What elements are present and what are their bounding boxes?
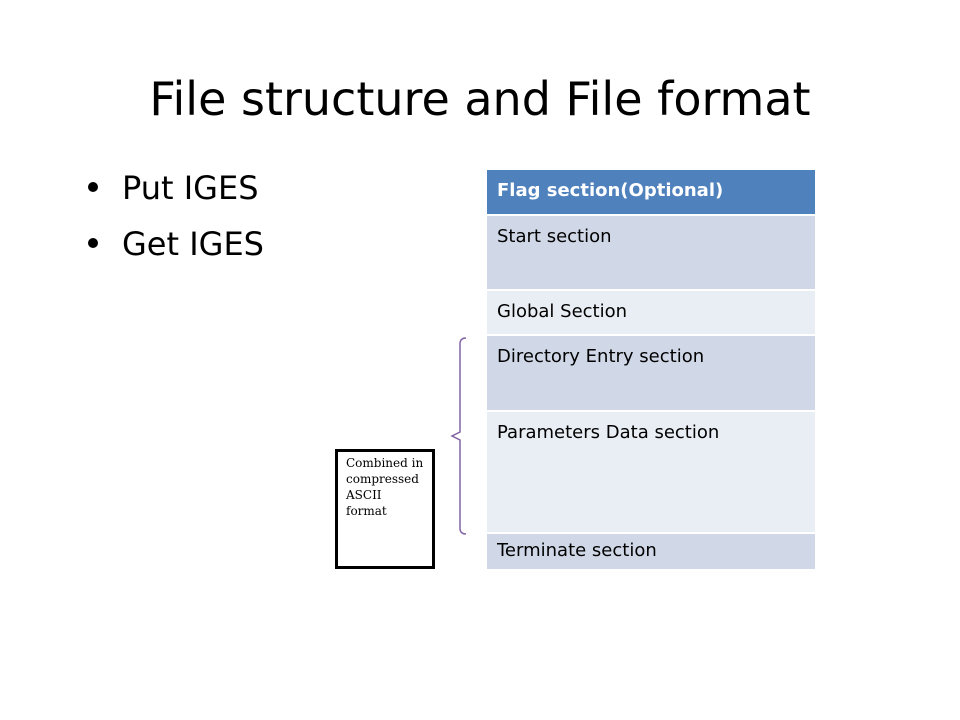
slide-title: File structure and File format	[149, 72, 811, 126]
bullet-text: Get IGES	[122, 225, 264, 263]
global-section-row: Global Section	[487, 291, 815, 336]
bullet-list: Put IGES Get IGES	[88, 160, 264, 272]
file-sections-table: Flag section(Optional) Start section Glo…	[487, 170, 815, 569]
flag-section-row: Flag section(Optional)	[487, 170, 815, 216]
directory-entry-section-row: Directory Entry section	[487, 336, 815, 412]
bullet-item: Put IGES	[88, 160, 264, 216]
bullet-dot-icon	[88, 238, 98, 248]
terminate-section-row: Terminate section	[487, 534, 815, 569]
parameters-data-section-row: Parameters Data section	[487, 412, 815, 534]
bullet-dot-icon	[88, 182, 98, 192]
bullet-item: Get IGES	[88, 216, 264, 272]
left-brace-icon	[450, 337, 467, 535]
bullet-text: Put IGES	[122, 169, 259, 207]
compressed-ascii-note: Combined in compressed ASCII format	[335, 449, 435, 569]
start-section-row: Start section	[487, 216, 815, 291]
